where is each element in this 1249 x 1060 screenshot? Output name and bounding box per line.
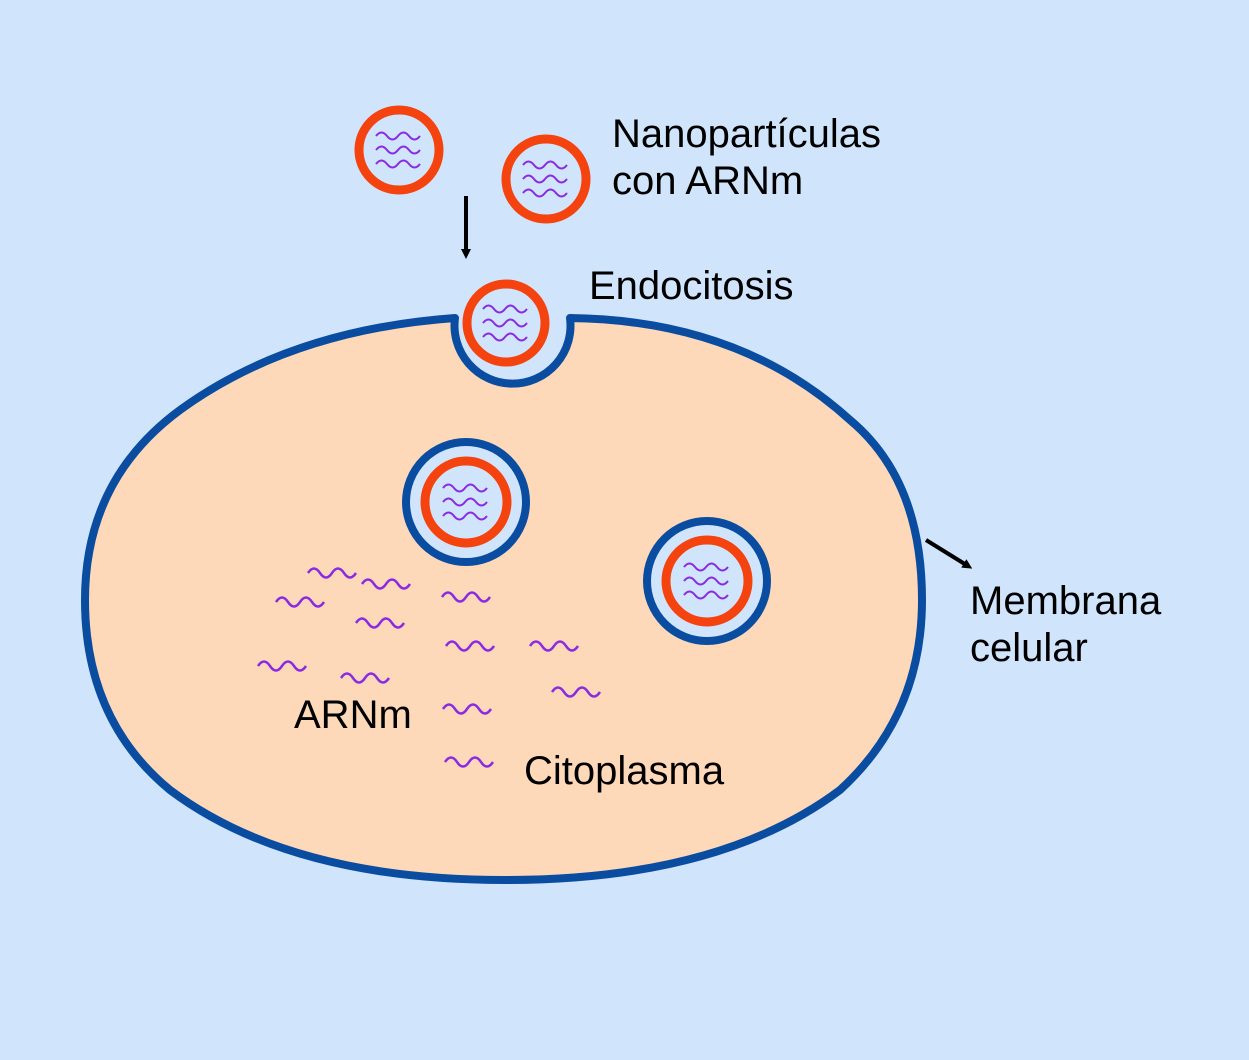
endosome-1 — [402, 438, 530, 566]
nanoparticles-label-line1: Nanopartículas — [612, 112, 882, 156]
mrna-strand — [443, 756, 495, 768]
membrane-label-line2: celular — [970, 626, 1088, 670]
mrna-strand — [444, 640, 496, 652]
mrna-strand — [306, 567, 358, 579]
membrane-arrow — [924, 538, 973, 569]
endocytosis-label: Endocitosis — [589, 264, 794, 308]
cell-body — [81, 314, 926, 884]
nanoparticle-free-1 — [354, 105, 444, 195]
mrna-strand — [256, 660, 308, 672]
membrane-label-line1: Membrana — [970, 579, 1162, 623]
mrna-label: ARNm — [294, 693, 412, 737]
membrane-label: Membrana celular — [970, 578, 1161, 672]
mrna-strand — [550, 686, 602, 698]
mrna-strand — [354, 617, 406, 629]
nanoparticles-label-line2: con ARNm — [612, 159, 804, 203]
cytoplasm-label: Citoplasma — [524, 749, 725, 793]
mrna-strand — [360, 578, 412, 590]
nanoparticle-endocytosis — [462, 279, 550, 367]
mrna-strand — [274, 596, 326, 608]
mrna-strand — [441, 703, 493, 715]
mrna-strands — [256, 567, 602, 768]
nanoparticles-label: Nanopartículas con ARNm — [612, 111, 881, 205]
endosome-2 — [643, 517, 771, 645]
mrna-strand — [440, 591, 492, 603]
mrna-strand — [339, 672, 391, 684]
mrna-strand — [528, 640, 580, 652]
nanoparticle-free-2 — [501, 134, 591, 224]
